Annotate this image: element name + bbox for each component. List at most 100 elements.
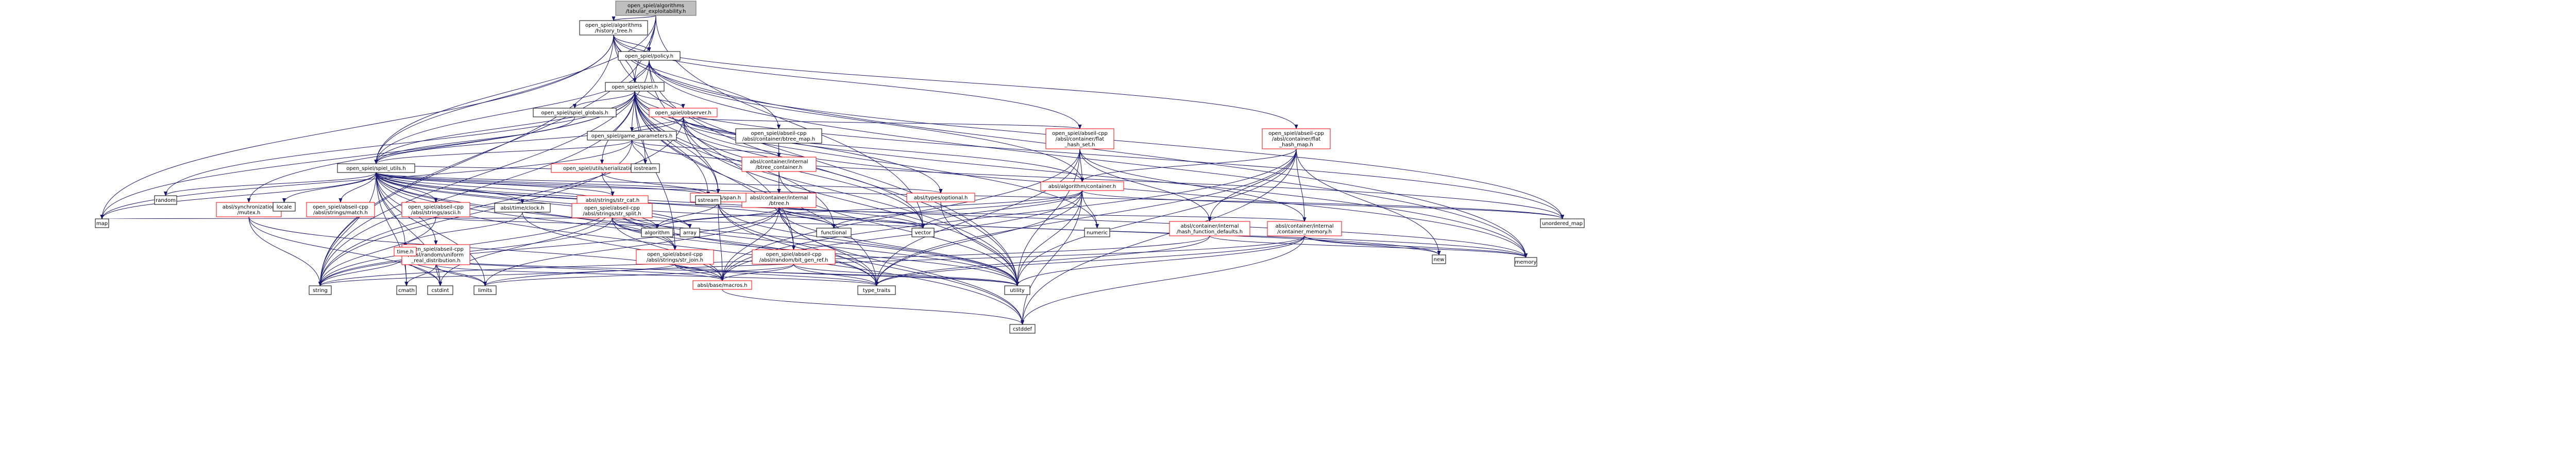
node-optional[interactable]: absl/types/optional.h: [906, 193, 975, 202]
node-cstdint[interactable]: cstdint: [427, 285, 453, 295]
node-serialization[interactable]: open_spiel/utils/serialization.h: [551, 163, 653, 173]
node-utility[interactable]: utility: [1004, 285, 1030, 295]
node-label: absl/strings/str_cat.h: [586, 198, 639, 203]
edge-hash_function_defaults-to-memory: [1209, 235, 1528, 258]
node-cstddef[interactable]: cstddef: [1009, 324, 1036, 334]
node-type-traits[interactable]: type_traits: [857, 285, 896, 295]
node-policy[interactable]: open_spiel/policy.h: [618, 51, 681, 61]
node-box: [741, 193, 817, 208]
node-str-cat[interactable]: absl/strings/str_cat.h: [577, 195, 649, 205]
edge-bit_gen_ref-to-macros: [720, 264, 794, 281]
node-array[interactable]: array: [680, 228, 700, 237]
node-label: vector: [915, 230, 932, 236]
node-locale[interactable]: locale: [273, 202, 296, 212]
edge-spiel-to-sstream: [634, 91, 710, 196]
node-clock[interactable]: absl/time/clock.h: [494, 203, 551, 213]
node-ascii[interactable]: open_spiel/abseil-cpp/absl/strings/ascii…: [401, 202, 470, 217]
node-label: cstdint: [431, 288, 449, 294]
edge-spiel-to-bit_gen_ref: [634, 91, 796, 250]
node-hash-function-defaults[interactable]: absl/container/internal/hash_function_de…: [1169, 221, 1250, 236]
node-box: [154, 195, 177, 205]
node-random[interactable]: random: [154, 195, 177, 205]
node-numeric[interactable]: numeric: [1084, 228, 1110, 237]
node-time[interactable]: time.h: [394, 247, 417, 256]
node-box: [857, 285, 896, 295]
edge-btree-to-vector: [778, 207, 925, 229]
node-str-split[interactable]: open_spiel/abseil-cpp/absl/strings/str_s…: [571, 203, 653, 218]
node-functional[interactable]: functional: [816, 228, 852, 237]
node-label: /absl/strings/match.h: [313, 210, 368, 216]
node-label: unordered_map: [1542, 221, 1583, 227]
edge-bit_gen_ref-to-type_traits: [793, 264, 879, 286]
node-box: [741, 157, 817, 172]
node-box: [216, 202, 282, 217]
node-observer[interactable]: open_spiel/observer.h: [649, 108, 718, 117]
node-flat-hash-map[interactable]: open_spiel/abseil-cpp/absl/container/fla…: [1262, 128, 1331, 149]
node-new[interactable]: new: [1432, 254, 1446, 264]
edge-str_cat-to-utility: [612, 204, 1020, 286]
node-algorithm-container[interactable]: absl/algorithm/container.h: [1040, 181, 1124, 191]
edge-str_join-to-type_traits: [674, 264, 878, 286]
node-string[interactable]: string: [309, 285, 332, 295]
node-sstream[interactable]: sstream: [695, 195, 721, 205]
node-match[interactable]: open_spiel/abseil-cpp/absl/strings/match…: [306, 202, 375, 217]
node-cmath[interactable]: cmath: [396, 285, 417, 295]
node-box: [533, 108, 617, 117]
node-game-parameters[interactable]: open_spiel/game_parameters.h: [587, 131, 677, 141]
node-history-tree[interactable]: open_spiel/algorithms/history_tree.h: [579, 20, 648, 36]
node-label: absl/container/internal: [1181, 224, 1239, 229]
node-label: locale: [277, 204, 292, 210]
node-box: [631, 163, 660, 173]
node-spiel[interactable]: open_spiel/spiel.h: [605, 82, 665, 92]
edge-history_tree-to-spiel_utils: [374, 35, 614, 164]
node-box: [401, 202, 470, 217]
node-label: open_spiel/abseil-cpp: [1268, 131, 1324, 136]
edge-uniform_real-to-type_traits: [435, 264, 878, 286]
edge-btree-to-string: [318, 207, 779, 286]
node-label: sstream: [698, 198, 718, 203]
edge-spiel-to-iostream: [634, 91, 648, 164]
node-memory[interactable]: memory: [1514, 257, 1537, 267]
node-label: open_spiel/game_parameters.h: [591, 133, 672, 139]
node-bit-gen-ref[interactable]: open_spiel/abseil-cpp/absl/random/bit_ge…: [752, 249, 836, 265]
node-spiel-utils[interactable]: open_spiel/spiel_utils.h: [337, 163, 415, 173]
node-label: open_spiel/utils/serialization.h: [563, 166, 641, 171]
node-btree-map[interactable]: open_spiel/abseil-cpp/absl/container/btr…: [735, 128, 822, 144]
node-label: string: [313, 288, 328, 294]
node-limits[interactable]: limits: [473, 285, 497, 295]
node-str-join[interactable]: open_spiel/abseil-cpp/absl/strings/str_j…: [636, 249, 714, 265]
edge-container_memory-to-new: [1304, 235, 1441, 255]
node-box: [906, 193, 975, 202]
node-box: [1084, 228, 1110, 237]
node-map[interactable]: map: [95, 218, 109, 228]
node-mutex[interactable]: absl/synchronization/mutex.h: [216, 202, 282, 217]
node-label: open_spiel/policy.h: [625, 54, 673, 59]
node-label: /absl/container/btree_map.h: [742, 136, 815, 142]
edge-game_parameters-to-unordered_map: [632, 140, 1564, 219]
edge-spiel-to-utility: [634, 91, 1020, 286]
node-label: /absl/strings/str_join.h: [647, 257, 703, 263]
header-nodes: open_spiel/algorithms/tabular_exploitabi…: [95, 1, 1585, 334]
node-vector[interactable]: vector: [911, 228, 935, 237]
edge-container_memory-to-cstddef: [1020, 235, 1305, 325]
node-flat-hash-set[interactable]: open_spiel/abseil-cpp/absl/container/fla…: [1045, 128, 1114, 149]
node-root[interactable]: open_spiel/algorithms/tabular_exploitabi…: [615, 1, 697, 16]
edge-observer-to-algorithm_container: [683, 116, 1084, 182]
node-macros[interactable]: absl/base/macros.h: [692, 280, 752, 290]
node-iostream[interactable]: iostream: [631, 163, 660, 173]
edge-algorithm_container-to-vector: [921, 190, 1082, 229]
edge-flat_hash_set-to-hash_function_defaults: [1079, 148, 1212, 222]
edge-str_join-to-string: [318, 264, 675, 286]
node-box: [1004, 285, 1030, 295]
edge-serialization-to-sstream: [602, 172, 710, 196]
node-box: [615, 1, 697, 16]
node-container-memory[interactable]: absl/container/internal/container_memory…: [1267, 221, 1342, 236]
node-spiel-globals[interactable]: open_spiel/spiel_globals.h: [533, 108, 617, 117]
edge-btree-to-macros: [720, 207, 779, 281]
node-btree-container[interactable]: absl/container/internal/btree_container.…: [741, 157, 817, 172]
node-unordered-map[interactable]: unordered_map: [1540, 218, 1585, 228]
edge-spiel_utils-to-sstream: [376, 172, 710, 196]
node-algorithm[interactable]: algorithm: [641, 228, 673, 237]
node-btree[interactable]: absl/container/internal/btree.h: [741, 193, 817, 208]
